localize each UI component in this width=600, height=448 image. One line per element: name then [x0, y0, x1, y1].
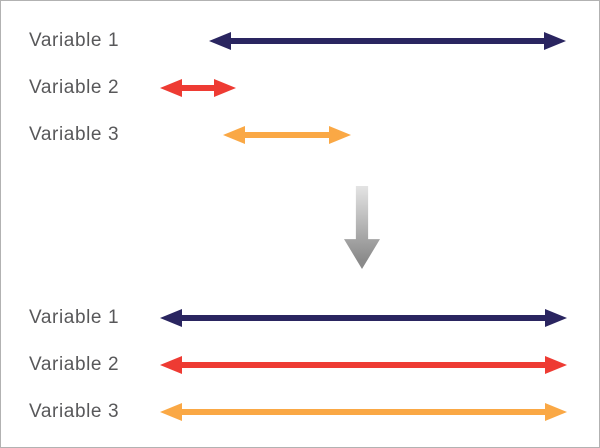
range-double-arrow — [160, 403, 567, 421]
arrowhead-right-icon — [214, 79, 236, 97]
arrowhead-left-icon — [223, 126, 245, 144]
down-arrow-icon — [344, 186, 380, 269]
variable-label: Variable 1 — [29, 30, 120, 51]
range-double-arrow — [160, 309, 567, 327]
arrowhead-right-icon — [545, 403, 567, 421]
arrowhead-left-icon — [160, 356, 182, 374]
range-double-arrow — [209, 32, 566, 50]
arrowhead-right-icon — [545, 309, 567, 327]
arrow-shaft — [244, 132, 330, 138]
range-double-arrow — [160, 79, 236, 97]
arrow-shaft — [181, 315, 546, 321]
arrowhead-left-icon — [160, 403, 182, 421]
arrow-shaft — [181, 409, 546, 415]
arrow-shaft — [181, 362, 546, 368]
variable-label: Variable 3 — [29, 401, 120, 422]
arrowhead-right-icon — [544, 32, 566, 50]
range-double-arrow — [223, 126, 351, 144]
arrowhead-left-icon — [209, 32, 231, 50]
variable-label: Variable 3 — [29, 124, 120, 145]
range-double-arrow — [160, 356, 567, 374]
arrowhead-right-icon — [329, 126, 351, 144]
variable-label: Variable 2 — [29, 354, 120, 375]
arrow-shaft — [181, 85, 215, 91]
variable-label: Variable 2 — [29, 77, 120, 98]
arrowhead-left-icon — [160, 79, 182, 97]
arrow-shaft — [230, 38, 545, 44]
variable-label: Variable 1 — [29, 307, 120, 328]
arrowhead-right-icon — [545, 356, 567, 374]
arrowhead-left-icon — [160, 309, 182, 327]
